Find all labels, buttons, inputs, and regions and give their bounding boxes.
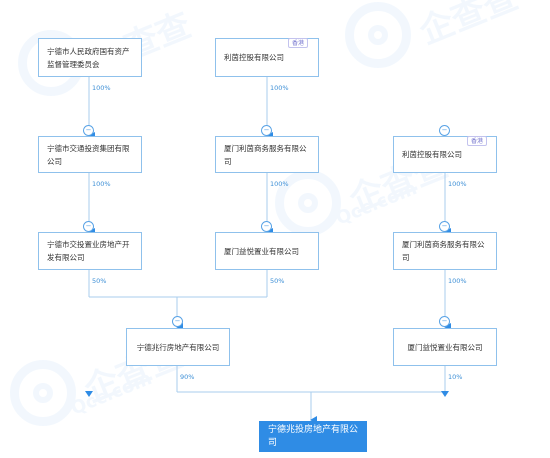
- company-node-target[interactable]: 宁德兆投房地产有限公司: [259, 421, 367, 452]
- target-company-name: 宁德兆投房地产有限公司: [268, 424, 359, 448]
- collapse-toggle[interactable]: −: [439, 316, 450, 327]
- company-name: 厦门利茵商务服务有限公司: [224, 143, 307, 166]
- collapse-toggle[interactable]: −: [83, 221, 94, 232]
- company-node-jiaotou-realestate[interactable]: 宁德市交投置业房地产开发有限公司: [38, 232, 142, 270]
- watermark-logo: 企查查 Qcc.com: [275, 145, 454, 236]
- watermark-logo: 企查查: [345, 0, 524, 68]
- company-name: 宁德市交通投资集团有限公司: [47, 143, 130, 166]
- share-percentage: 100%: [92, 84, 111, 92]
- arrow-head-icon: [85, 391, 93, 397]
- company-name: 利茵控股有限公司: [224, 53, 284, 62]
- collapse-toggle[interactable]: −: [261, 125, 272, 136]
- share-percentage: 50%: [92, 277, 107, 285]
- region-tag-hongkong: 香港: [467, 136, 488, 146]
- company-name: 宁德市人民政府国有资产监督管理委员会: [47, 46, 130, 69]
- company-name: 厦门利茵商务服务有限公司: [402, 240, 485, 262]
- collapse-toggle[interactable]: −: [261, 221, 272, 232]
- company-node-xiamen-liyin-right[interactable]: 厦门利茵商务服务有限公司: [393, 232, 497, 270]
- collapse-toggle[interactable]: −: [439, 221, 450, 232]
- watermark-logo: 企查查 Qcc.com: [10, 335, 189, 426]
- share-percentage: 90%: [180, 373, 195, 381]
- share-percentage: 10%: [448, 373, 463, 381]
- share-percentage: 50%: [270, 277, 285, 285]
- company-node-xiamen-yiyue-mid[interactable]: 厦门益悦置业有限公司: [215, 232, 319, 270]
- company-node-sasac[interactable]: 宁德市人民政府国有资产监督管理委员会: [38, 38, 142, 77]
- arrow-head-icon: [441, 391, 449, 397]
- company-node-xiamen-liyin-mid[interactable]: 厦门利茵商务服务有限公司: [215, 136, 319, 173]
- qcc-logo-icon: [345, 2, 411, 68]
- share-percentage: 100%: [92, 180, 111, 188]
- company-name: 厦门益悦置业有限公司: [407, 342, 483, 352]
- share-percentage: 100%: [448, 277, 467, 285]
- company-name: 利茵控股有限公司: [402, 150, 462, 159]
- qcc-logo-icon: [10, 360, 76, 426]
- company-name: 宁德市交投置业房地产开发有限公司: [47, 240, 130, 262]
- collapse-toggle[interactable]: −: [83, 125, 94, 136]
- collapse-toggle[interactable]: −: [172, 316, 183, 327]
- share-percentage: 100%: [448, 180, 467, 188]
- company-name: 宁德兆行房地产有限公司: [136, 342, 220, 352]
- company-node-zhaohang[interactable]: 宁德兆行房地产有限公司: [126, 328, 230, 366]
- company-node-xiamen-yiyue-right[interactable]: 厦门益悦置业有限公司: [393, 328, 497, 366]
- qcc-logo-icon: [275, 170, 341, 236]
- share-percentage: 100%: [270, 84, 289, 92]
- share-percentage: 100%: [270, 180, 289, 188]
- company-name: 厦门益悦置业有限公司: [224, 246, 299, 256]
- region-tag-hongkong: 香港: [288, 38, 309, 48]
- collapse-toggle[interactable]: −: [439, 125, 450, 136]
- company-node-jiaotou-group[interactable]: 宁德市交通投资集团有限公司: [38, 136, 142, 173]
